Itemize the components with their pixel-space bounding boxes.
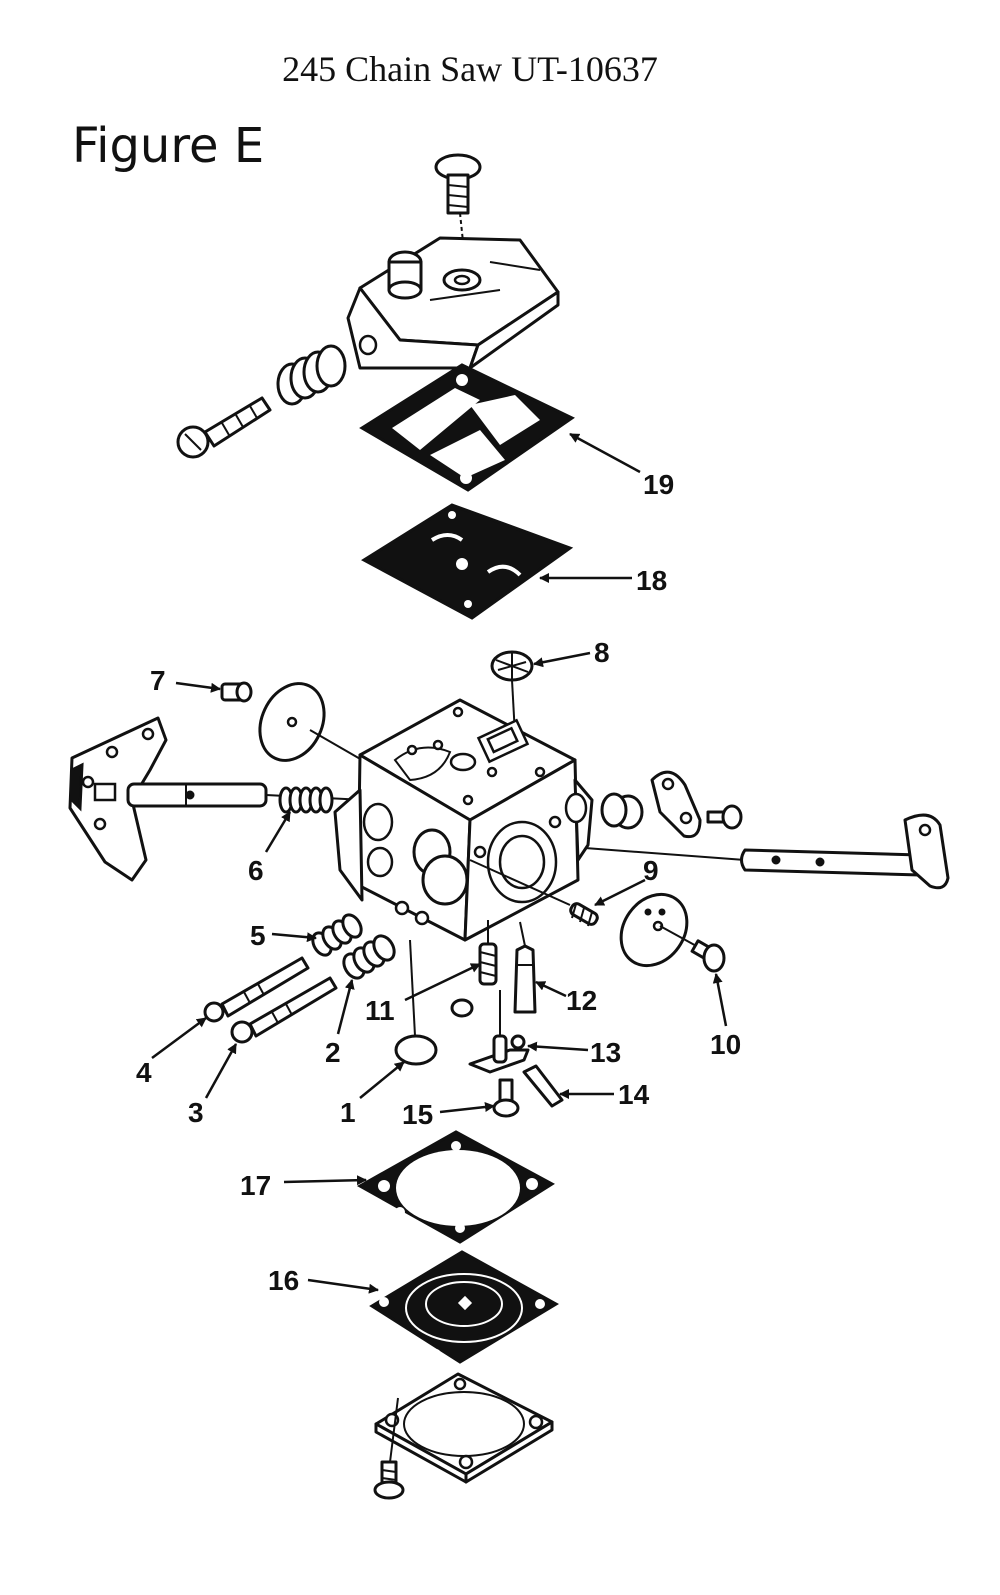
callout-13: 13 (590, 1037, 621, 1068)
callout-17: 17 (240, 1170, 271, 1201)
callout-12: 12 (566, 985, 597, 1016)
callout-18: 18 (636, 565, 667, 596)
part-8-inlet-screen (490, 650, 534, 682)
callout-14: 14 (618, 1079, 650, 1110)
callout-9: 9 (643, 855, 659, 886)
page-title: 245 Chain Saw UT-10637 (282, 49, 658, 89)
retainer-screw (706, 804, 743, 830)
part-1-welch-plug (394, 1034, 438, 1066)
part-13-metering-lever (468, 1034, 530, 1074)
part-15-lever-screw (492, 1078, 520, 1118)
callout-3: 3 (188, 1097, 204, 1128)
pump-cover-body (346, 236, 560, 370)
part-11-metering-spring (478, 942, 498, 986)
part-3-low-speed-needle (230, 976, 338, 1044)
part-10-choke-screw (690, 939, 726, 973)
choke-plate (619, 892, 689, 968)
part-5-high-speed-spring (311, 913, 363, 957)
callout-10: 10 (710, 1029, 741, 1060)
callout-11: 11 (365, 995, 395, 1026)
part-18-metering-diaphragm (361, 503, 574, 620)
idle-adjust-screw (176, 396, 272, 459)
part-6-throttle-spring (278, 786, 334, 814)
part-12-inlet-needle (513, 944, 537, 1014)
part-4-high-speed-needle (203, 956, 310, 1023)
part-9-spring (569, 902, 599, 927)
callout-7: 7 (150, 665, 166, 696)
throttle-shaft (126, 782, 268, 808)
pump-cover-screw (373, 1460, 405, 1500)
top-cover-screw (434, 153, 482, 215)
part-2-low-speed-spring (342, 934, 396, 980)
callout-5: 5 (250, 920, 266, 951)
callout-2: 2 (325, 1037, 341, 1068)
choke-bushing (600, 792, 644, 830)
check-ball (450, 998, 474, 1018)
callout-15: 15 (402, 1099, 433, 1130)
part-16-pump-diaphragm (369, 1250, 559, 1364)
part-19-gasket (359, 363, 575, 492)
choke-shaft (740, 813, 950, 890)
callout-8: 8 (594, 637, 610, 668)
callout-1: 1 (340, 1097, 356, 1128)
choke-retainer-plate (650, 770, 702, 839)
idle-spring (276, 344, 347, 406)
callout-16: 16 (268, 1265, 299, 1296)
callout-6: 6 (248, 855, 264, 886)
pump-cover-plate (374, 1372, 554, 1484)
throttle-lever (68, 716, 168, 882)
part-7-plate-screw (220, 681, 253, 703)
callout-4: 4 (136, 1057, 152, 1088)
figure-label: Figure E (72, 118, 265, 174)
part-14-lever-pin (522, 1064, 564, 1108)
callout-19: 19 (643, 469, 674, 500)
throttle-plate (258, 682, 326, 762)
part-17-pump-gasket (356, 1130, 555, 1244)
carburetor-body (333, 698, 594, 942)
